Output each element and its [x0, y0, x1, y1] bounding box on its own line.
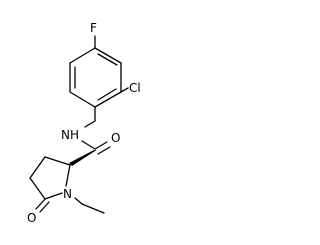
bond-ring-c3-c4	[94, 91, 122, 108]
bond-carbonyl-o-2	[97, 146, 111, 155]
bond-ca-cb	[44, 156, 71, 166]
atom-lactam-oxygen: O	[27, 211, 36, 225]
bond-ring-inner-2	[97, 88, 117, 101]
bond-ring-c1-c2	[94, 47, 122, 64]
bond-cc-cd	[29, 177, 46, 200]
wedge-bond	[69, 150, 97, 166]
bond-lactam-o-2	[39, 201, 50, 213]
atom-chlorine: Cl	[129, 81, 141, 95]
pyrrolidinone-ring	[29, 156, 71, 200]
bond-n-ethyl-2	[81, 203, 105, 214]
bond-c-cl	[120, 87, 129, 93]
atom-ring-nitrogen: N	[63, 187, 72, 201]
bond-ring-c6-c1	[69, 47, 96, 64]
bond-ring-inner-1	[97, 53, 118, 66]
bond-cb-cc	[29, 156, 46, 179]
bond-cd-n	[44, 192, 63, 200]
bond-ring-c4-c5	[69, 91, 96, 108]
bond-nh-carbonyl	[81, 140, 96, 150]
atom-fluorine: F	[90, 21, 97, 35]
molecule-structure: F Cl NH O N O	[27, 21, 141, 225]
bond-carbonyl-o-1	[94, 141, 108, 150]
bond-ch2-nh	[84, 120, 96, 128]
bond-n-ethyl-1	[74, 197, 83, 205]
bond-n-ca	[65, 164, 71, 187]
bond-lactam-o-1	[35, 198, 46, 210]
benzene-ring	[69, 47, 122, 108]
atom-amide-nitrogen: NH	[61, 128, 79, 142]
atom-amide-oxygen: O	[111, 131, 120, 145]
